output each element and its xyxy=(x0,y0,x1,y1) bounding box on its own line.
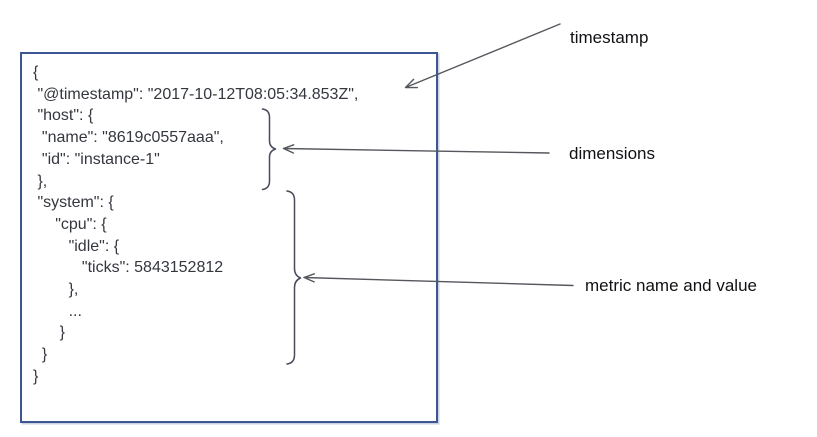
metric-document-box: { "@timestamp": "2017-10-12T08:05:34.853… xyxy=(20,52,438,423)
dimensions-label: dimensions xyxy=(569,144,655,163)
metric-name-and-value-label: metric name and value xyxy=(585,276,757,295)
timestamp-label: timestamp xyxy=(570,28,649,47)
metric-document-json: { "@timestamp": "2017-10-12T08:05:34.853… xyxy=(33,64,359,385)
